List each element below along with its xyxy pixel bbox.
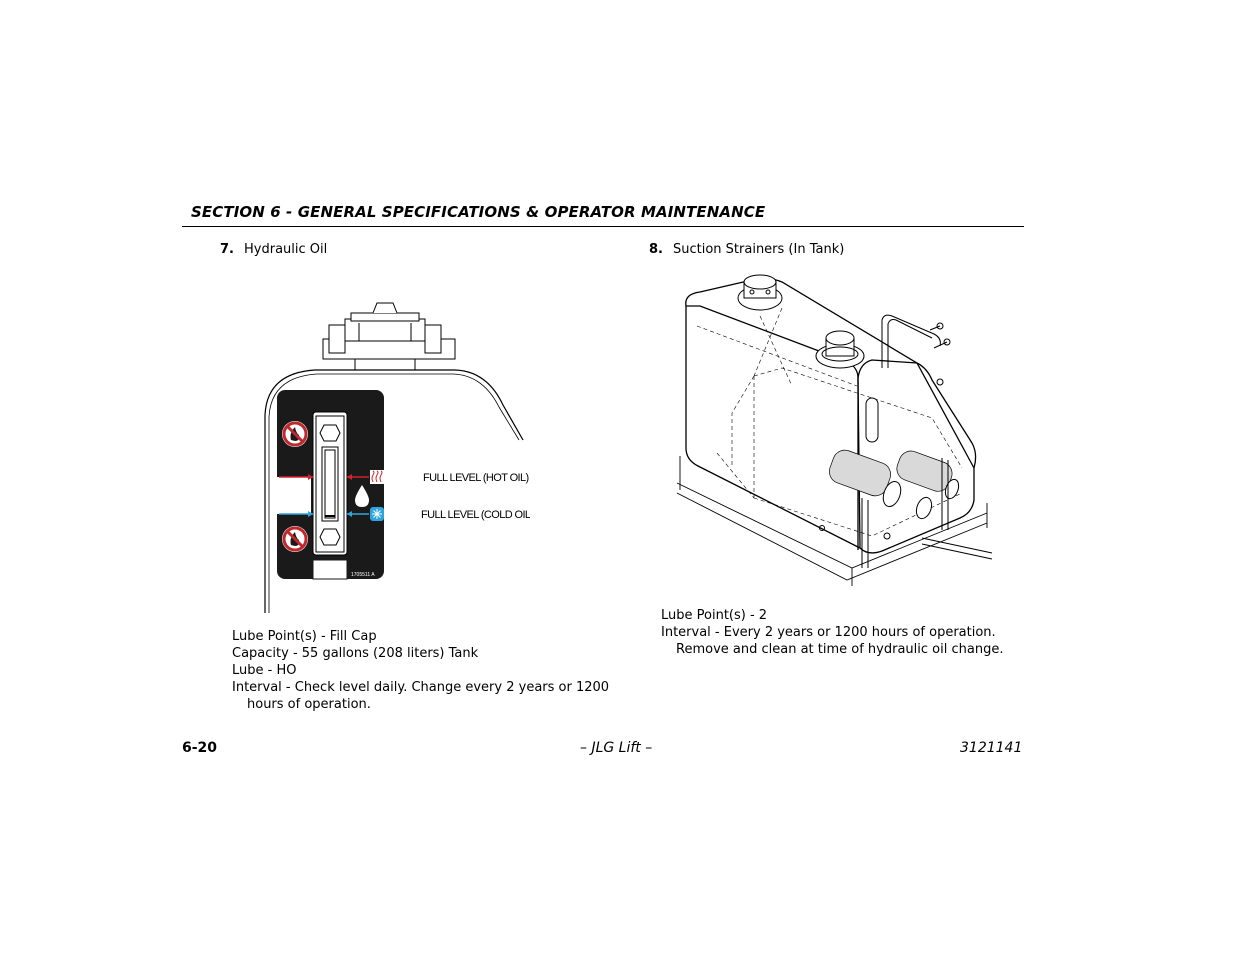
- detail-line: Lube Point(s) - 2: [661, 608, 768, 623]
- item-8-number: 8.: [649, 242, 663, 257]
- footer-center: – JLG Lift –: [580, 740, 653, 756]
- heat-icon: [370, 470, 384, 484]
- detail-line: Capacity - 55 gallons (208 liters) Tank: [232, 646, 479, 661]
- detail-line: Interval - Check level daily. Change eve…: [232, 680, 610, 695]
- fill-cap-icon: [815, 330, 865, 369]
- hydraulic-oil-figure: 1705511 A FULL LEVEL (HOT OIL) FULL LEVE…: [264, 302, 530, 613]
- return-tubes: [881, 314, 951, 386]
- doc-number: 3121141: [960, 740, 1023, 756]
- suction-strainer-figure: [676, 274, 993, 586]
- hydraulic-tank: [685, 277, 977, 554]
- item-7-title: Hydraulic Oil: [244, 242, 328, 257]
- snowflake-icon: [370, 507, 384, 521]
- detail-line: Interval - Every 2 years or 1200 hours o…: [661, 625, 996, 640]
- page-number: 6-20: [182, 740, 218, 756]
- item-7-details: Lube Point(s) - Fill Cap Capacity - 55 g…: [232, 628, 609, 713]
- sight-gauge-decal: 1705511 A: [277, 390, 384, 580]
- decal-code: 1705511 A: [351, 572, 375, 578]
- no-fire-icon: [282, 526, 308, 552]
- sight-gauge-icon: [312, 411, 348, 556]
- suction-strainer-icon: [896, 450, 960, 500]
- item-8-title: Suction Strainers (In Tank): [673, 242, 845, 257]
- detail-line: Remove and clean at time of hydraulic oi…: [676, 642, 1004, 657]
- header-rule: [182, 226, 1024, 227]
- detail-line: Lube Point(s) - Fill Cap: [232, 629, 377, 644]
- detail-line: hours of operation.: [247, 697, 371, 712]
- no-fire-icon: [282, 421, 308, 447]
- item-7-number: 7.: [220, 242, 234, 257]
- suction-strainer-icon: [829, 449, 933, 520]
- section-title: SECTION 6 - GENERAL SPECIFICATIONS & OPE…: [191, 203, 766, 221]
- cold-oil-label: FULL LEVEL (COLD OIL): [421, 509, 530, 521]
- detail-line: Lube - HO: [232, 663, 297, 678]
- hot-oil-label: FULL LEVEL (HOT OIL): [423, 472, 529, 484]
- breather-icon: [737, 274, 783, 311]
- sight-gauge-icon: [865, 397, 879, 443]
- item-8-details: Lube Point(s) - 2 Interval - Every 2 yea…: [661, 607, 1003, 658]
- fill-cap-icon: [322, 302, 456, 370]
- oil-drop-icon: [355, 485, 369, 507]
